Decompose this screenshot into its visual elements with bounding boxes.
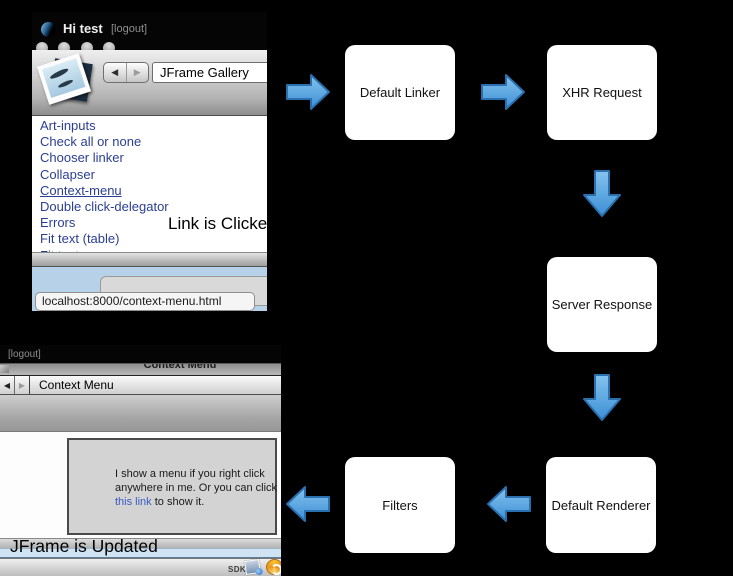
browser-window-top: Hi test [logout] ◀ ▶ JFrame Gallery Art-… xyxy=(32,12,267,311)
forward-button[interactable]: ▶ xyxy=(15,376,30,394)
flow-box-default-renderer: Default Renderer xyxy=(546,457,656,553)
blue-status-strip xyxy=(0,548,281,558)
titlebar: [logout] xyxy=(0,345,281,363)
gallery-link-list: Art-inputs Check all or none Chooser lin… xyxy=(32,116,267,263)
location-field[interactable]: Context Menu xyxy=(39,378,114,392)
browser-toolbar: ◀ ▶ Context Menu xyxy=(0,375,281,395)
logout-link[interactable]: [logout] xyxy=(111,23,148,35)
statusbar: SDK xyxy=(0,558,281,576)
status-url: localhost:8000/context-menu.html xyxy=(35,292,255,311)
demo-text-line2: anywhere in me. Or you can click xyxy=(115,482,278,494)
sdk-label: SDK xyxy=(228,565,247,574)
browser-toolbar: ◀ ▶ JFrame Gallery xyxy=(32,50,267,116)
flow-box-filters: Filters xyxy=(345,457,455,553)
gallery-link-check-all[interactable]: Check all or none xyxy=(40,134,142,150)
history-nav: ◀ ▶ xyxy=(103,62,149,83)
context-menu-demo-box[interactable]: I show a menu if you right click anywher… xyxy=(67,438,277,535)
window-title-strip: Context Menu xyxy=(0,363,281,375)
window-grip-icon xyxy=(0,365,9,373)
gallery-link-chooser-linker[interactable]: Chooser linker xyxy=(40,150,124,166)
app-logo-icon xyxy=(41,22,56,37)
gallery-link-errors[interactable]: Errors xyxy=(40,215,76,231)
back-button[interactable]: ◀ xyxy=(104,63,127,82)
demo-text-line1: I show a menu if you right click xyxy=(115,468,265,480)
page-title: Hi test xyxy=(63,21,103,36)
gallery-link-context-menu[interactable]: Context-menu xyxy=(40,182,122,198)
statusbar-area: localhost:8000/context-menu.html xyxy=(32,267,267,311)
scrollbar-track[interactable] xyxy=(0,538,281,548)
page-content: I show a menu if you right click anywher… xyxy=(0,432,281,538)
arrow-down-to-default-renderer xyxy=(583,374,621,421)
arrow-down-to-server-response xyxy=(583,170,621,217)
arrow-left-to-filters xyxy=(487,486,531,522)
demo-text-line3-rest: to show it. xyxy=(151,496,205,508)
gallery-photos-icon xyxy=(36,52,98,110)
flow-box-default-linker: Default Linker xyxy=(345,45,455,140)
arrow-right-to-default-linker xyxy=(286,74,330,110)
toolbar-lower-band xyxy=(0,395,281,432)
window-title: Context Menu xyxy=(143,363,217,371)
gallery-link-collapser[interactable]: Collapser xyxy=(40,166,95,182)
forward-button[interactable]: ▶ xyxy=(133,67,141,77)
annotation-link-clicked: Link is Clicked xyxy=(168,214,267,233)
gallery-link-fit-text-table[interactable]: Fit text (table) xyxy=(40,231,120,247)
flow-box-xhr-request: XHR Request xyxy=(547,45,657,140)
logout-link[interactable]: [logout] xyxy=(8,349,41,360)
browser-window-bottom: [logout] Context Menu ◀ ▶ Context Menu I… xyxy=(0,345,281,576)
scrollbar-track[interactable] xyxy=(32,252,267,267)
photos-app-icon[interactable] xyxy=(244,559,261,575)
location-field[interactable]: JFrame Gallery xyxy=(152,62,267,83)
annotation-jframe-updated: JFrame is Updated xyxy=(10,536,158,556)
gallery-link-double-click[interactable]: Double click-delegator xyxy=(40,199,169,215)
arrow-right-to-xhr-request xyxy=(481,74,525,110)
demo-text-line3: this link to show it. xyxy=(115,495,275,509)
swirl-app-icon[interactable] xyxy=(266,559,281,575)
this-link[interactable]: this link xyxy=(115,496,152,508)
back-button[interactable]: ◀ xyxy=(0,376,15,394)
flow-box-server-response: Server Response xyxy=(547,257,657,352)
arrow-left-to-updated-jframe xyxy=(286,486,330,522)
gallery-link-art-inputs[interactable]: Art-inputs xyxy=(40,118,96,133)
titlebar: Hi test [logout] xyxy=(32,12,267,50)
